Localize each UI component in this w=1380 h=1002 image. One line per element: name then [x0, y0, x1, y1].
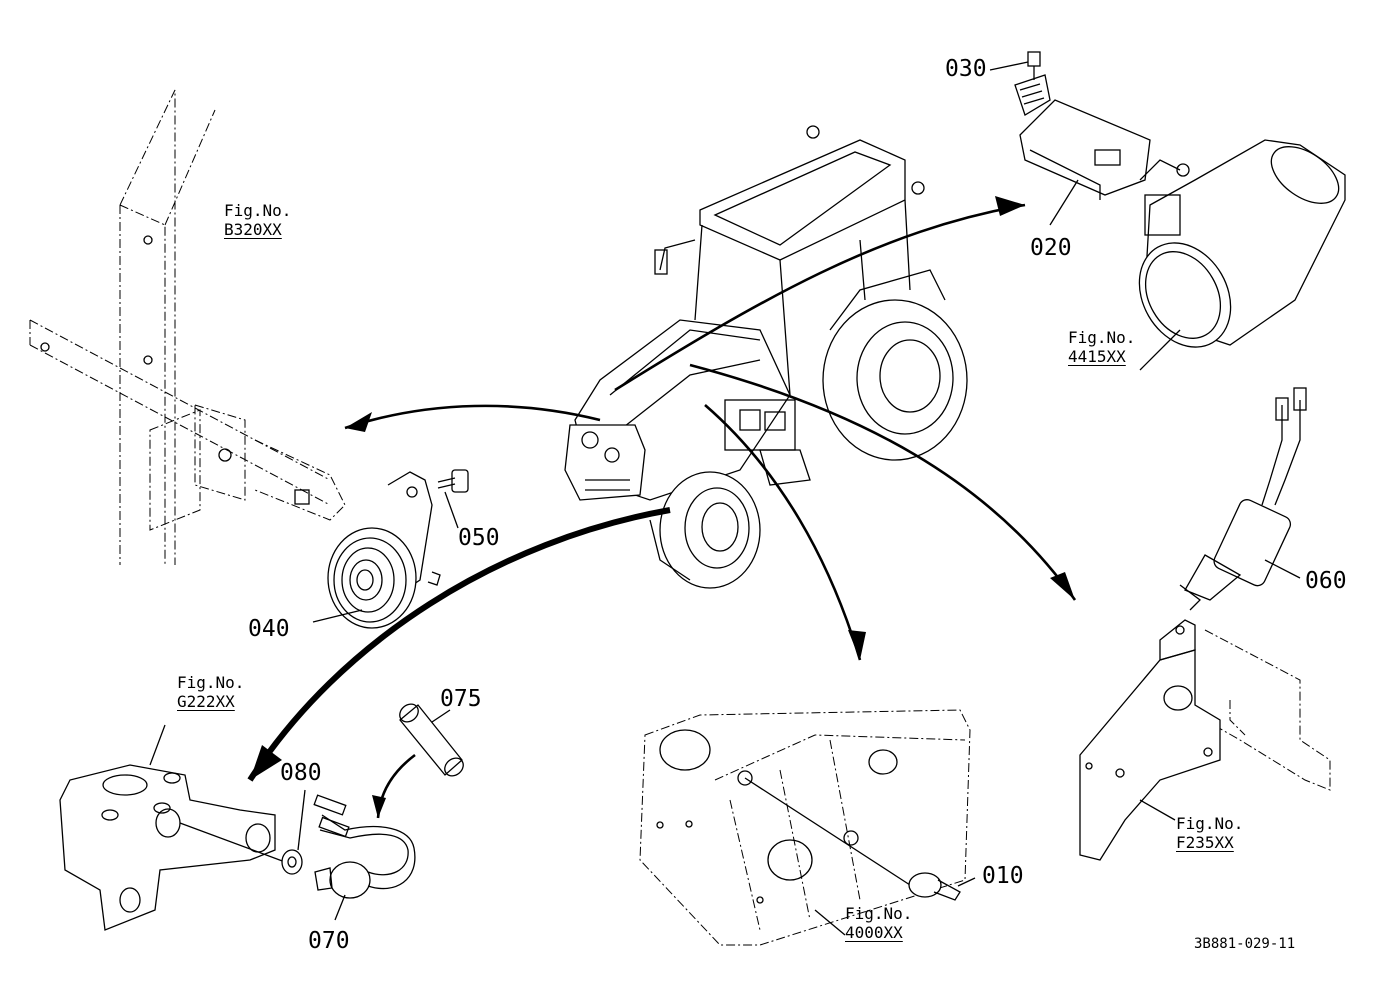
part-label-020: 020 — [1030, 235, 1072, 261]
fig-ref-code: G222XX — [177, 692, 235, 711]
part-label-070: 070 — [308, 928, 350, 954]
pivot-housing-drawing — [59, 703, 464, 931]
fig-ref-f235xx: Fig.No. F235XX — [1176, 816, 1243, 851]
frame-bracket-drawing — [29, 89, 346, 565]
fig-ref-code: 4415XX — [1068, 347, 1126, 366]
fig-ref-g222xx: Fig.No. G222XX — [177, 675, 244, 710]
fig-ref-label: Fig.No. — [1176, 814, 1244, 833]
tractor-drawing — [564, 125, 968, 589]
fig-ref-4000xx: Fig.No. 4000XX — [845, 906, 912, 941]
drawing-reference-number: 3B881-029-11 — [1194, 936, 1296, 952]
part-label-030: 030 — [945, 56, 987, 82]
engine-block-drawing — [639, 709, 976, 946]
part-label-075: 075 — [440, 686, 482, 712]
fig-ref-4415xx: Fig.No. 4415XX — [1068, 330, 1135, 365]
fig-ref-code: 4000XX — [845, 923, 903, 942]
pointer-arrows — [247, 196, 1077, 819]
part-label-010: 010 — [982, 863, 1024, 889]
part-label-060: 060 — [1305, 568, 1347, 594]
part-label-040: 040 — [248, 616, 290, 642]
part-label-080: 080 — [280, 760, 322, 786]
horn-drawing — [312, 469, 469, 629]
part-label-050: 050 — [458, 525, 500, 551]
air-cleaner-drawing — [989, 51, 1346, 371]
fig-ref-label: Fig.No. — [177, 673, 245, 692]
fig-ref-b320xx: Fig.No. B320XX — [224, 203, 291, 238]
fig-ref-label: Fig.No. — [224, 201, 292, 220]
fig-ref-label: Fig.No. — [845, 904, 913, 923]
fig-ref-code: B320XX — [224, 220, 282, 239]
fig-ref-code: F235XX — [1176, 833, 1234, 852]
fig-ref-label: Fig.No. — [1068, 328, 1136, 347]
switch-bracket-drawing — [1079, 387, 1331, 861]
